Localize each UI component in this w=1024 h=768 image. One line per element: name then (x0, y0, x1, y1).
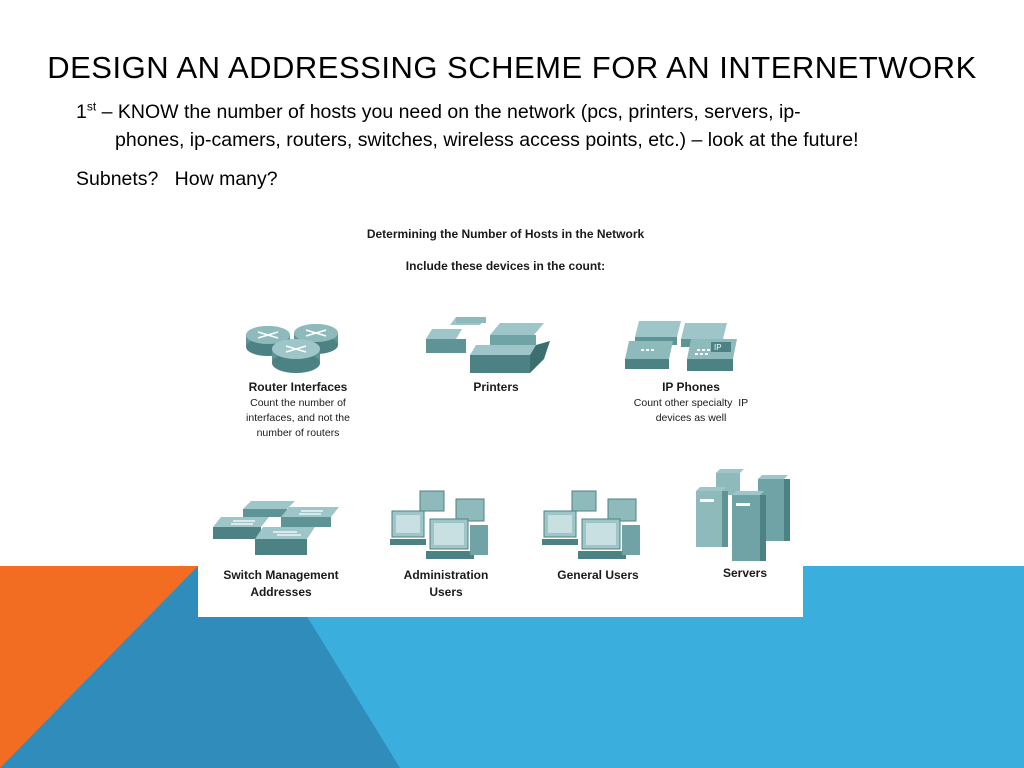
device-label: Administration (403, 568, 489, 582)
device-desc-line: number of routers (256, 427, 340, 439)
device-label: Addresses (250, 585, 312, 599)
device-desc-line: devices as well (655, 412, 727, 424)
figure-subtitle: Include these devices in the count: (405, 259, 606, 273)
printer-icon (426, 317, 550, 373)
device-desc-line: interfaces, and not the (246, 412, 350, 424)
bullet-subnets: Subnets? How many? (76, 168, 278, 190)
device-printers: Printers (416, 309, 576, 396)
slide-title: DESIGN AN ADDRESSING SCHEME FOR AN INTER… (47, 50, 977, 85)
bullet-know-hosts: 1st – KNOW the number of hosts you need … (76, 98, 976, 154)
device-ip-phones: IP IP Phones Count other specialty IP de… (616, 311, 766, 426)
device-desc-line: Count the number of (250, 397, 346, 409)
bullet-text-line-1: – KNOW the number of hosts you need on t… (96, 101, 801, 123)
device-label: IP Phones (662, 380, 720, 394)
device-label: Servers (722, 566, 768, 580)
device-label: Switch Management (223, 568, 339, 582)
device-label: Printers (473, 380, 519, 394)
server-icon (696, 469, 790, 561)
device-label: Users (429, 585, 463, 599)
device-label: General Users (557, 568, 639, 582)
device-desc-line: Count other specialty IP (633, 397, 749, 409)
hosts-figure: Determining the Number of Hosts in the N… (198, 215, 803, 617)
device-router-interfaces: Router Interfaces Count the number of in… (228, 311, 368, 441)
device-servers: Servers (690, 469, 800, 582)
device-switch-management: Switch Management Addresses (206, 497, 356, 601)
bullet-text-line-2: phones, ip-camers, routers, switches, wi… (115, 129, 859, 151)
device-label: Router Interfaces (248, 380, 348, 394)
ip-phone-badge: IP (714, 343, 722, 352)
workstation-icon (542, 490, 640, 559)
workstation-icon (390, 490, 488, 559)
device-general-users: General Users (528, 489, 668, 584)
bullet-line-1: 1st – KNOW the number of hosts you need … (76, 98, 976, 126)
switch-icon (213, 501, 339, 555)
device-administration-users: Administration Users (376, 489, 516, 601)
router-icon (246, 324, 338, 373)
ip-phone-icon: IP (625, 321, 737, 371)
bullet-superscript: st (86, 99, 97, 114)
figure-title: Determining the Number of Hosts in the N… (366, 227, 645, 241)
bullet-number: 1 (76, 101, 87, 123)
